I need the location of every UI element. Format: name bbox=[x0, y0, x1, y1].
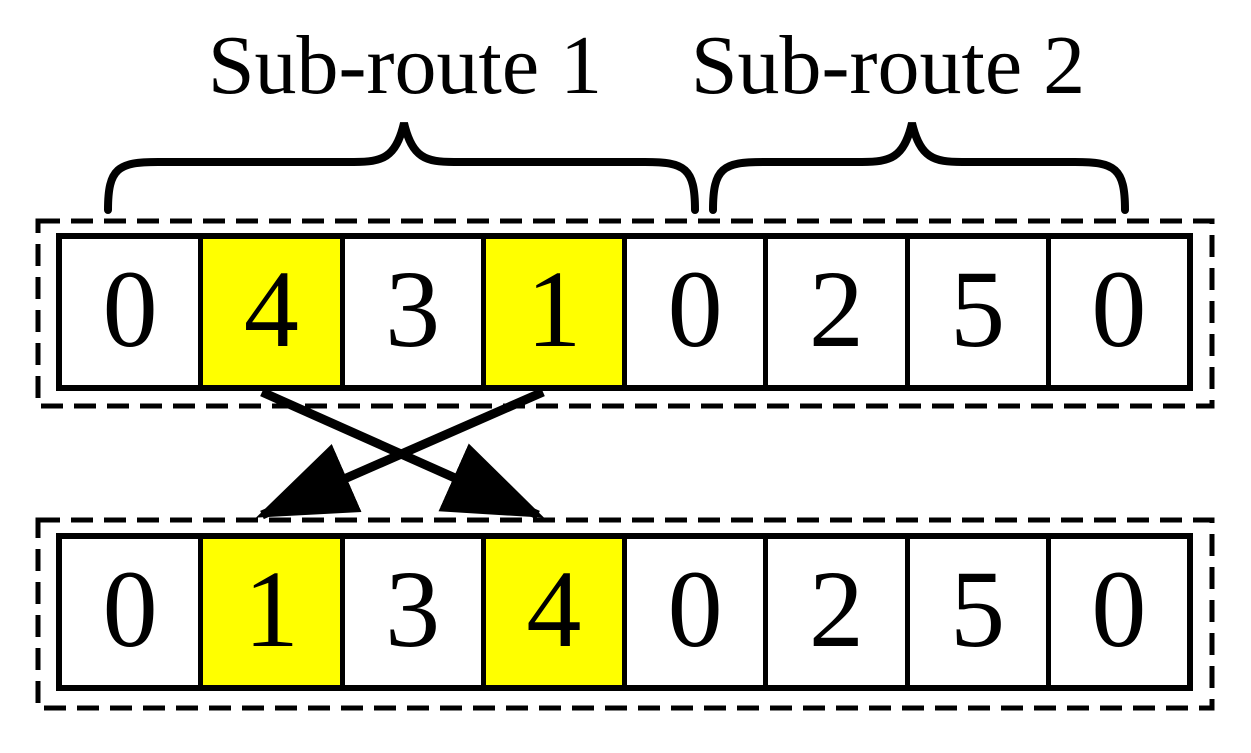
swap-arrow-left-icon bbox=[255, 387, 545, 520]
parent-solution-cell-4: 0 bbox=[627, 239, 769, 385]
mutated-solution-cell-0: 0 bbox=[62, 539, 204, 685]
parent-solution-cell-3: 1 bbox=[485, 239, 627, 385]
mutated-solution-cell-2: 3 bbox=[344, 539, 486, 685]
subroute2-brace-icon bbox=[709, 122, 1129, 214]
swap-arrow-right-icon bbox=[260, 387, 545, 520]
parent-solution-cell-1: 4 bbox=[203, 239, 345, 385]
mutated-solution-cell-6: 5 bbox=[909, 539, 1051, 685]
parent-solution-cell-2: 3 bbox=[344, 239, 486, 385]
subroute2-label: Sub-route 2 bbox=[690, 19, 1086, 112]
parent-solution-cell-6: 5 bbox=[909, 239, 1051, 385]
mutated-solution-cell-1: 1 bbox=[203, 539, 345, 685]
parent-solution-cell-5: 2 bbox=[768, 239, 910, 385]
mutated-solution-cell-4: 0 bbox=[627, 539, 769, 685]
subroute1-brace-icon bbox=[104, 122, 699, 214]
parent-solution-cell-7: 0 bbox=[1050, 239, 1187, 385]
mutated-solution-cell-3: 4 bbox=[485, 539, 627, 685]
mutated-solution-cell-7: 0 bbox=[1050, 539, 1187, 685]
parent-solution-cell-0: 0 bbox=[62, 239, 204, 385]
subroute1-label: Sub-route 1 bbox=[207, 19, 603, 112]
mutated-solution-cell-5: 2 bbox=[768, 539, 910, 685]
